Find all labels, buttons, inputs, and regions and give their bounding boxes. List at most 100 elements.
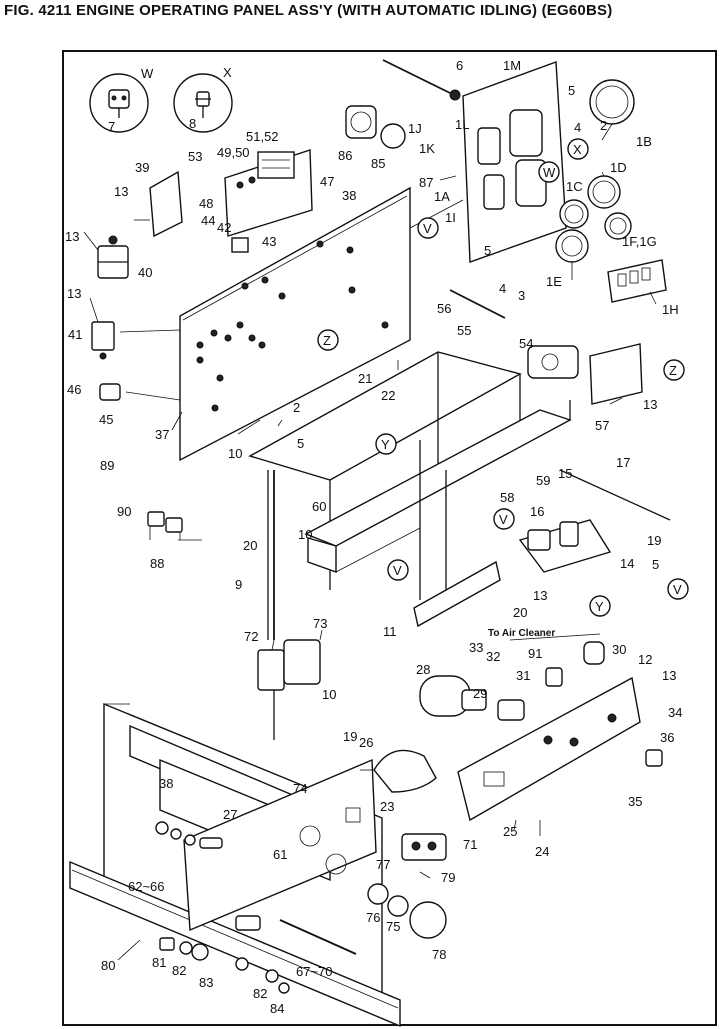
label-19-low: 19 (343, 729, 357, 744)
callout-w-circle: W (538, 161, 560, 183)
label-13-a: 13 (114, 184, 128, 199)
label-73: 73 (313, 616, 327, 631)
cable-6 (382, 59, 451, 94)
label-17: 17 (616, 455, 630, 470)
label-51-52: 51,52 (246, 129, 279, 144)
label-4-mid: 4 (499, 281, 506, 296)
part-labels: 1A 1B 1C 1D 1E 1F,1G 1H 1I 1J 1K 1L 1M 2… (65, 58, 682, 1016)
label-78: 78 (432, 947, 446, 962)
svg-text:Y: Y (595, 599, 604, 614)
control-panel-12 (457, 676, 641, 822)
label-34: 34 (668, 705, 682, 720)
label-89: 89 (100, 458, 114, 473)
main-plate-37 (179, 186, 411, 462)
callout-y-lower: Y (589, 595, 611, 617)
label-82-b: 82 (253, 986, 267, 1001)
label-5-mid: 5 (484, 243, 491, 258)
relay-41 (91, 321, 115, 360)
label-47: 47 (320, 174, 334, 189)
label-5-left: 5 (297, 436, 304, 451)
label-27: 27 (223, 807, 237, 822)
label-38-low: 38 (159, 776, 173, 791)
fitting-62-66 (155, 821, 223, 849)
cover-39 (149, 170, 183, 238)
knob-75 (387, 895, 409, 917)
cable-17 (559, 469, 671, 521)
label-2-mid: 2 (293, 400, 300, 415)
label-44: 44 (201, 213, 215, 228)
part-30 (583, 641, 605, 665)
label-13-b: 13 (65, 229, 79, 244)
plate-57 (589, 343, 643, 405)
label-21: 21 (358, 371, 372, 386)
motor-28 (419, 675, 487, 717)
callout-x-top: X (223, 65, 232, 80)
label-1J: 1J (408, 121, 422, 136)
label-1M: 1M (503, 58, 521, 73)
label-7: 7 (108, 119, 115, 134)
label-26: 26 (359, 735, 373, 750)
part-86 (345, 105, 377, 139)
label-90: 90 (117, 504, 131, 519)
label-91: 91 (528, 646, 542, 661)
label-20-left: 20 (243, 538, 257, 553)
label-62-66: 62~66 (128, 879, 165, 894)
gauge-1e (555, 229, 589, 263)
label-83: 83 (199, 975, 213, 990)
label-36: 36 (660, 730, 674, 745)
label-11: 11 (383, 624, 397, 639)
label-49-50: 49,50 (217, 145, 250, 160)
washer-82b (265, 969, 279, 983)
gauge-1fg (604, 212, 632, 240)
label-1E: 1E (546, 274, 562, 289)
label-85: 85 (371, 156, 385, 171)
label-30: 30 (612, 642, 626, 657)
switch-block-1h (607, 259, 667, 303)
figure-title: FIG. 4211 ENGINE OPERATING PANEL ASS'Y (… (4, 2, 613, 19)
label-12: 12 (638, 652, 652, 667)
label-80: 80 (101, 958, 115, 973)
label-42: 42 (217, 220, 231, 235)
label-39: 39 (135, 160, 149, 175)
label-72: 72 (244, 629, 258, 644)
label-82-a: 82 (172, 963, 186, 978)
part-29 (497, 699, 525, 721)
label-74: 74 (293, 781, 307, 796)
part-43 (231, 237, 249, 253)
label-10-top: 10 (228, 446, 242, 461)
meter-panel-1 (462, 61, 567, 263)
label-13-f: 13 (662, 668, 676, 683)
svg-text:X: X (573, 142, 582, 157)
callout-v-right: V (667, 578, 689, 600)
svg-text:V: V (423, 221, 432, 236)
label-54: 54 (519, 336, 533, 351)
svg-text:W: W (543, 165, 556, 180)
callout-v-panel: V (417, 217, 439, 239)
label-1K: 1K (419, 141, 435, 156)
label-5-right: 5 (652, 557, 659, 572)
label-32: 32 (486, 649, 500, 664)
label-25: 25 (503, 824, 517, 839)
label-1D: 1D (610, 160, 627, 175)
callout-x-circle: X (567, 138, 589, 160)
label-55: 55 (457, 323, 471, 338)
svg-text:Y: Y (381, 437, 390, 452)
label-48: 48 (199, 196, 213, 211)
detail-w-inset (89, 73, 149, 133)
label-4-top: 4 (574, 120, 581, 135)
label-86: 86 (338, 148, 352, 163)
gauge-1d (587, 175, 621, 209)
label-56: 56 (437, 301, 451, 316)
switch-36 (645, 749, 663, 767)
label-35: 35 (628, 794, 642, 809)
label-33: 33 (469, 640, 483, 655)
label-16: 16 (530, 504, 544, 519)
label-43: 43 (262, 234, 276, 249)
label-61: 61 (273, 847, 287, 862)
leader-lines (83, 123, 657, 961)
disc-78 (409, 901, 447, 939)
terminal-67-70 (235, 915, 357, 955)
label-22: 22 (381, 388, 395, 403)
callout-z-left: Z (317, 329, 339, 351)
label-37: 37 (155, 427, 169, 442)
